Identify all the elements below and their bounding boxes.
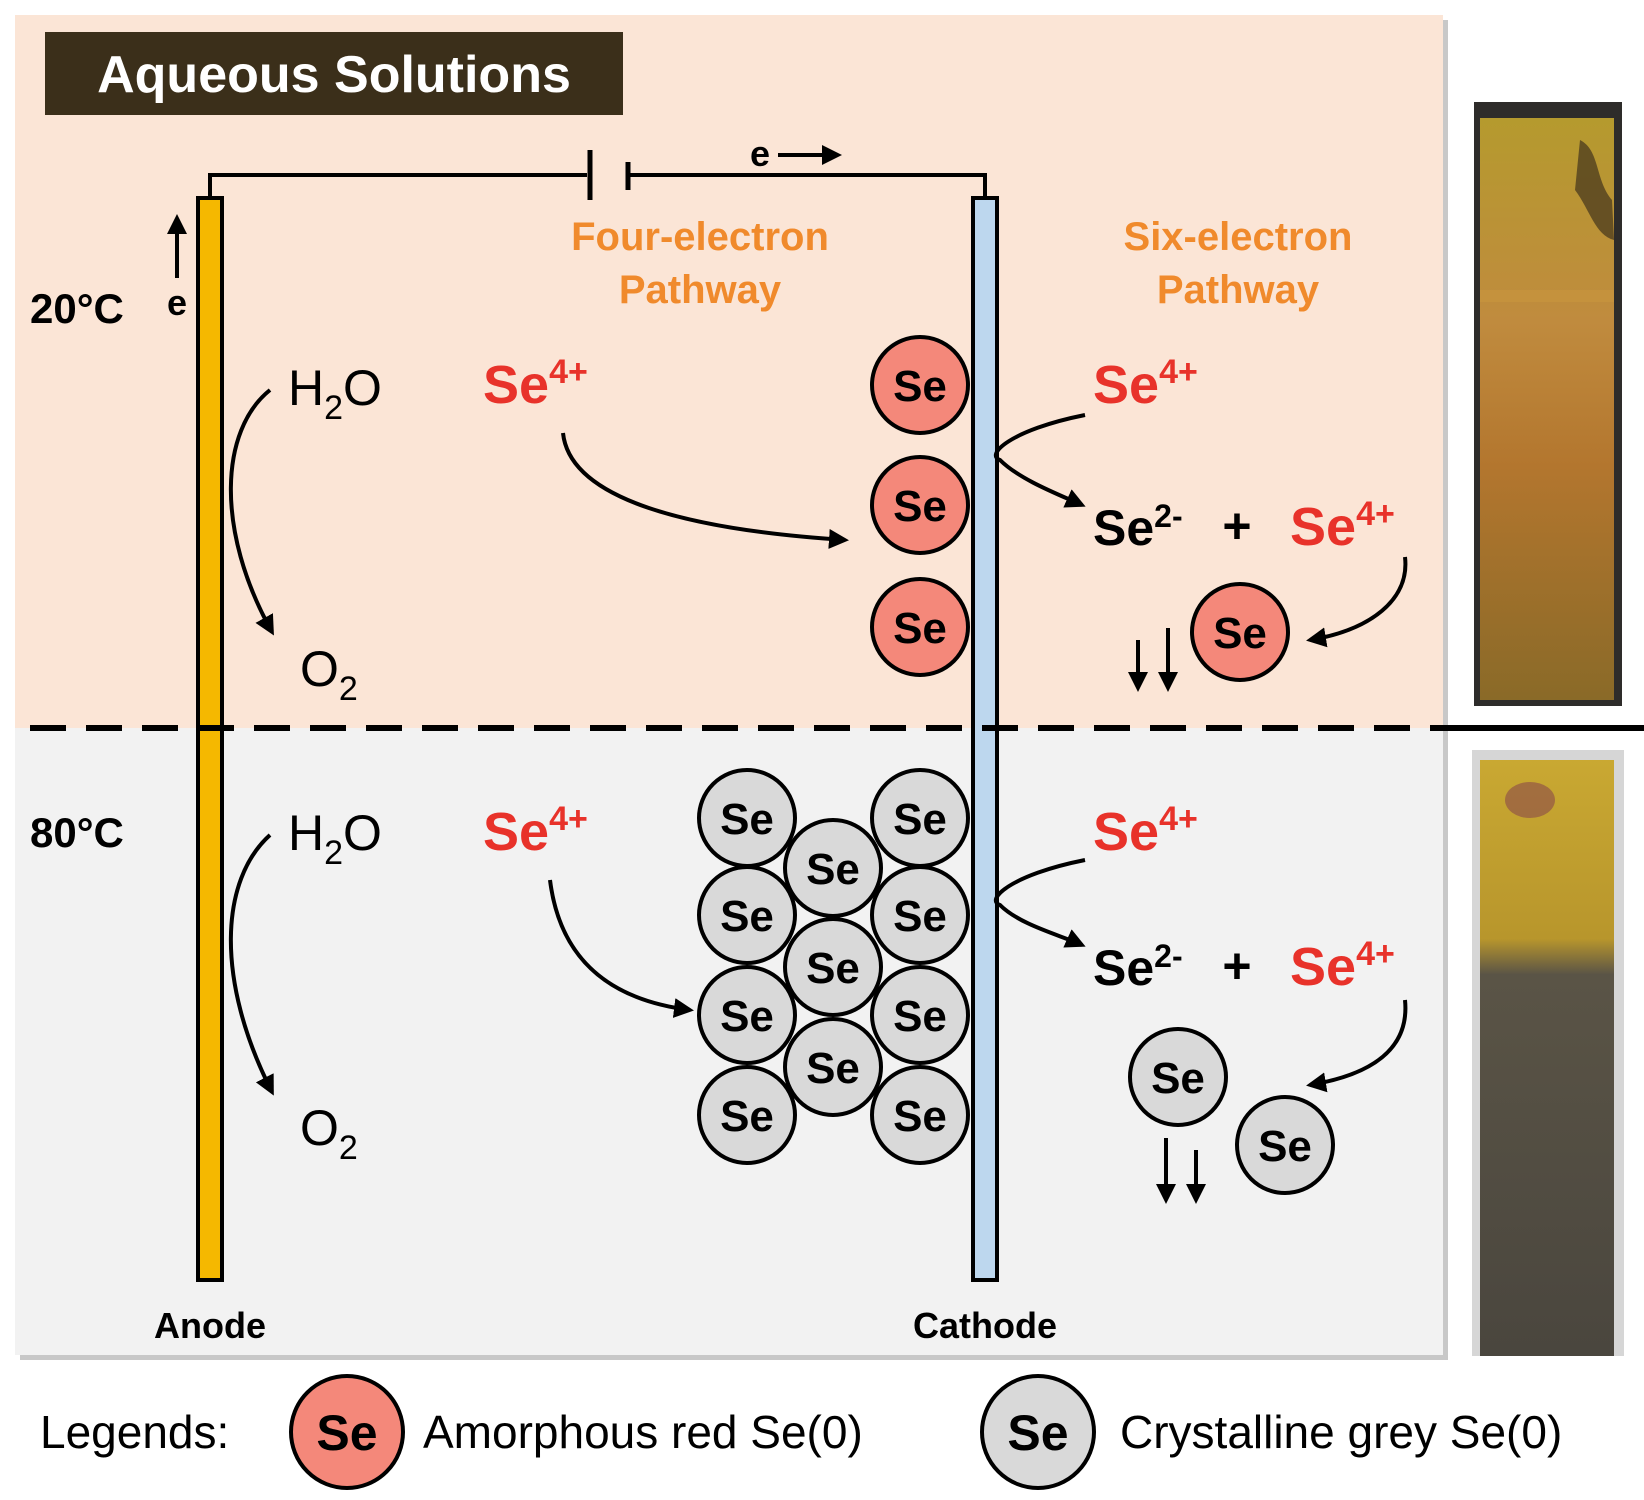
red-se-precipitate xyxy=(1190,582,1290,682)
grey-se-particle xyxy=(783,1017,883,1117)
water-bottom: H2O xyxy=(288,805,382,872)
legend-red-swatch-label: Se xyxy=(316,1405,377,1461)
oxygen-top: O2 xyxy=(300,641,358,708)
comproportionation-arrow-top xyxy=(1306,556,1408,648)
grey-se-particle xyxy=(783,917,883,1017)
panel-shadow xyxy=(1443,20,1448,1360)
grey-se-particle-label: Se xyxy=(806,845,860,894)
grey-se-particle-label: Se xyxy=(893,795,947,844)
grey-se-particle-label: Se xyxy=(806,1044,860,1093)
crystalline-se-deposit-bottom: Se Se Se Se Se Se Se Se Se Se Se xyxy=(697,768,970,1165)
grey-se-particle-label: Se xyxy=(720,992,774,1041)
grey-se-precipitate-label: Se xyxy=(1258,1122,1312,1171)
grey-se-particle-label: Se xyxy=(720,795,774,844)
red-se-particle xyxy=(870,455,970,555)
legend-red-swatch xyxy=(289,1374,405,1490)
plus-bottom: + xyxy=(1222,938,1251,994)
selenite-comproportionation-bottom: Se4+ xyxy=(1290,935,1395,997)
four-electron-pathway-line2: Pathway xyxy=(619,268,782,312)
circuit-wire-right xyxy=(630,173,987,198)
grey-se-particle xyxy=(697,865,797,965)
red-se-precipitate-label: Se xyxy=(1213,609,1267,658)
four-electron-pathway-line1: Four-electron xyxy=(571,215,829,259)
grey-se-particle-label: Se xyxy=(893,1092,947,1141)
grey-se-particle xyxy=(783,818,883,918)
cathode-electrode xyxy=(971,196,999,1282)
selenide-bottom: Se2- xyxy=(1093,938,1183,996)
cathode-label: Cathode xyxy=(913,1305,1057,1346)
selenite-six-bottom: Se4+ xyxy=(1093,800,1198,862)
plus-top: + xyxy=(1222,498,1251,554)
red-se-particle xyxy=(870,577,970,677)
anode-label: Anode xyxy=(154,1305,266,1346)
temperature-low: 20°C xyxy=(30,285,124,332)
legend-grey-item: Crystalline grey Se(0) xyxy=(1120,1406,1562,1458)
title: Aqueous Solutions xyxy=(97,46,571,104)
red-se-particle xyxy=(870,335,970,435)
four-electron-arrow-top xyxy=(561,432,849,549)
anode-electrode xyxy=(196,196,224,1282)
selenite-six-top: Se4+ xyxy=(1093,353,1198,415)
red-se-particle-label: Se xyxy=(893,604,947,653)
grey-se-particle xyxy=(697,965,797,1065)
legend-grey-swatch-label: Se xyxy=(1007,1405,1068,1461)
red-se-particle-label: Se xyxy=(893,362,947,411)
comproportionation-arrow-bottom xyxy=(1306,999,1408,1093)
water-to-oxygen-arrow-top xyxy=(228,388,274,636)
grey-se-particle-label: Se xyxy=(720,892,774,941)
grey-se-particle-label: Se xyxy=(893,992,947,1041)
anode-electron-label: e xyxy=(167,282,187,323)
grey-se-particle xyxy=(870,965,970,1065)
water-to-oxygen-arrow-bottom xyxy=(228,833,274,1096)
yellow-brown-electrode-photo xyxy=(1474,102,1622,706)
six-electron-pathway-line2: Pathway xyxy=(1157,268,1320,312)
temperature-high: 80°C xyxy=(30,809,124,856)
four-electron-arrow-bottom xyxy=(548,879,694,1018)
circuit-electron-label: e xyxy=(750,133,770,174)
legend-red-item: Amorphous red Se(0) xyxy=(423,1406,863,1458)
selenide-top: Se2- xyxy=(1093,498,1183,556)
amorphous-se-deposit-top: Se Se Se xyxy=(870,335,970,677)
grey-se-particle-label: Se xyxy=(806,944,860,993)
legend-label: Legends: xyxy=(40,1406,229,1458)
grey-se-precipitate xyxy=(1128,1027,1228,1127)
yellow-grey-electrode-photo xyxy=(1472,750,1624,1356)
grey-se-particle-label: Se xyxy=(720,1092,774,1141)
grey-se-precipitate-label: Se xyxy=(1151,1054,1205,1103)
six-electron-arrow-top xyxy=(993,413,1086,508)
legend-grey-swatch xyxy=(980,1374,1096,1490)
circuit-wire-left xyxy=(208,173,587,198)
water-top: H2O xyxy=(288,360,382,427)
grey-se-particle xyxy=(697,1065,797,1165)
grey-se-particle xyxy=(870,865,970,965)
grey-se-particle-label: Se xyxy=(893,892,947,941)
red-se-particle-label: Se xyxy=(893,482,947,531)
six-electron-arrow-bottom xyxy=(993,858,1086,948)
selenite-comproportionation-top: Se4+ xyxy=(1290,495,1395,557)
selenite-four-top: Se4+ xyxy=(483,353,588,415)
grey-se-precipitate xyxy=(1235,1095,1335,1195)
grey-se-particle xyxy=(870,1065,970,1165)
oxygen-bottom: O2 xyxy=(300,1100,358,1167)
selenite-four-bottom: Se4+ xyxy=(483,800,588,862)
title-box xyxy=(45,32,623,115)
six-electron-pathway-line1: Six-electron xyxy=(1124,215,1353,259)
panel-shadow-bottom xyxy=(20,1355,1448,1360)
